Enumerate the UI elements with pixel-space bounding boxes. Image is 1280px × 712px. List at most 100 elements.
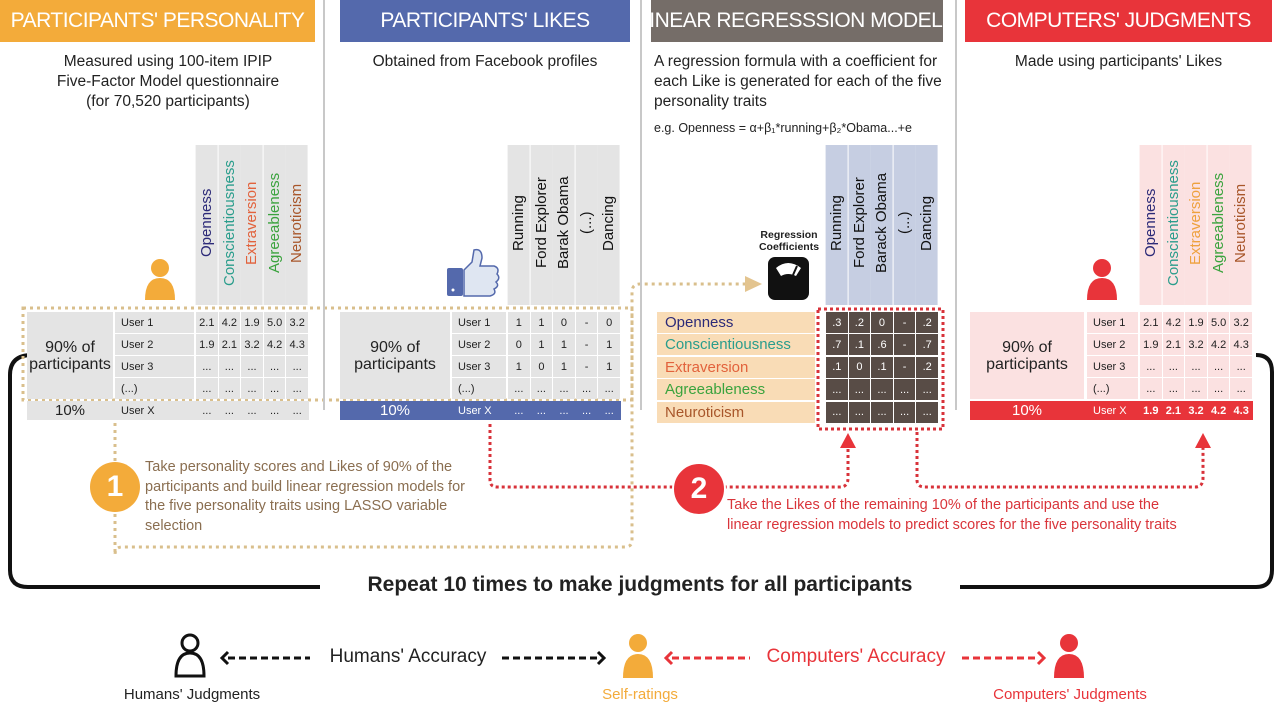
personality_table-value-cell: ... bbox=[241, 378, 263, 399]
panel-divider bbox=[955, 0, 957, 410]
regression-coefficient-cell: 0 bbox=[871, 312, 893, 333]
judgments_table-value-cell: ... bbox=[1230, 356, 1252, 377]
panel-header-likes: PARTICIPANTS' LIKES bbox=[340, 0, 630, 42]
personality_table-value-cell: 3.2 bbox=[241, 334, 263, 355]
regression-coefficient-cell: ... bbox=[848, 401, 871, 423]
personality_table-value-cell: 5.0 bbox=[263, 312, 286, 333]
regression-coefficient-cell: .2 bbox=[848, 312, 871, 333]
regression-coefficient-cell: ... bbox=[848, 379, 871, 401]
regression-coefficient-cell: ... bbox=[916, 401, 938, 423]
regression-coefficient-cell: ... bbox=[871, 379, 893, 401]
regression-coefficient-cell: ... bbox=[826, 379, 848, 401]
likes_table-value-cell: 1 bbox=[553, 334, 575, 355]
step1-arrowhead bbox=[745, 276, 762, 292]
likes_table-group-label: 90% of participants bbox=[340, 312, 450, 399]
likes_table-user-label: User 2 bbox=[452, 334, 506, 355]
personality_table-test-value: ... bbox=[270, 404, 280, 417]
computers-judgments-label: Computers' Judgments bbox=[993, 686, 1147, 703]
self-ratings-label: Self-ratings bbox=[602, 686, 678, 703]
judgments_table-value-cell: ... bbox=[1207, 356, 1230, 377]
personality_table-value-cell: 1.9 bbox=[196, 334, 218, 355]
likes_table-test-value: ... bbox=[514, 404, 524, 417]
personality_table-column-header: Openness bbox=[196, 145, 218, 305]
regression-coefficient-cell: .1 bbox=[848, 334, 871, 356]
judgments_table-value-cell: 3.2 bbox=[1230, 312, 1252, 333]
likes_table-value-cell: ... bbox=[508, 378, 530, 399]
judgments_table-value-cell: 4.3 bbox=[1230, 334, 1252, 355]
judgments_table-value-cell: ... bbox=[1207, 378, 1230, 399]
likes_table-test-value: ... bbox=[559, 404, 569, 417]
personality_table-value-cell: ... bbox=[241, 356, 263, 377]
personality_table-test-value: ... bbox=[247, 404, 257, 417]
human-judge-person-icon bbox=[174, 633, 206, 678]
computer-person-icon bbox=[1087, 259, 1117, 300]
self-rating-person-icon bbox=[145, 259, 175, 300]
regression-coefficient-cell: .7 bbox=[826, 334, 848, 356]
personality_table-user-label: User 1 bbox=[115, 312, 194, 333]
judgments_table-user-label: User 1 bbox=[1087, 312, 1138, 333]
likes_table-value-cell: 1 bbox=[508, 312, 530, 333]
personality_table-value-cell: 1.9 bbox=[241, 312, 263, 333]
judgments_table-column-header: Neuroticism bbox=[1230, 145, 1252, 305]
likes_table-user-label: (...) bbox=[452, 378, 506, 399]
personality_table-column-header: Extraversion bbox=[241, 145, 263, 305]
likes_table-value-cell: 0 bbox=[598, 312, 620, 333]
regression-coefficient-cell: ... bbox=[893, 401, 916, 423]
personality_table-value-cell: 4.3 bbox=[286, 334, 308, 355]
judgments_table-value-cell: 5.0 bbox=[1207, 312, 1230, 333]
personality_table-user-label: User 3 bbox=[115, 356, 194, 377]
judgments_table-value-cell: ... bbox=[1162, 356, 1185, 377]
personality_table-value-cell: 3.2 bbox=[286, 312, 308, 333]
personality_table-value-cell: ... bbox=[286, 378, 308, 399]
judgments_table-test-value: 1.9 bbox=[1143, 404, 1159, 417]
step1-flow-line bbox=[113, 282, 745, 556]
panel-divider bbox=[323, 0, 325, 410]
judgments_table-test-label: 10% bbox=[1011, 402, 1043, 419]
panel-header-regression: LINEAR REGRESSSION MODELS bbox=[638, 0, 956, 42]
personality_table-test-value: ... bbox=[292, 404, 302, 417]
judgments_table-value-cell: ... bbox=[1185, 378, 1207, 399]
regression-column-header: (...) bbox=[893, 145, 916, 305]
judgments_table-test-value: 4.3 bbox=[1233, 404, 1249, 417]
step-1-badge: 1 bbox=[90, 462, 140, 512]
judgments_table-value-cell: ... bbox=[1230, 378, 1252, 399]
judgments-description: Made using participants' Likes bbox=[1014, 53, 1223, 70]
judgments_table-test-value: 2.1 bbox=[1165, 404, 1182, 417]
personality_table-test-row-bar bbox=[27, 401, 309, 420]
personality_table-value-cell: 4.2 bbox=[218, 312, 241, 333]
personality_table-value-cell: 4.2 bbox=[263, 334, 286, 355]
likes_table-value-cell: 0 bbox=[508, 334, 530, 355]
personality_table-test-value: ... bbox=[202, 404, 212, 417]
humans-accuracy-arrow bbox=[219, 650, 607, 666]
likes_table-test-value: ... bbox=[604, 404, 614, 417]
judgments_table-test-value: 4.2 bbox=[1210, 404, 1227, 417]
likes-description: Obtained from Facebook profiles bbox=[372, 53, 598, 70]
likes_table-value-cell: ... bbox=[553, 378, 575, 399]
personality_table-user-label: (...) bbox=[115, 378, 194, 399]
likes_table-test-user: User X bbox=[458, 404, 492, 417]
personality_table-user-label: User 2 bbox=[115, 334, 194, 355]
regression-coefficient-cell: .1 bbox=[871, 356, 893, 378]
judgments_table-test-value: 3.2 bbox=[1188, 404, 1204, 417]
likes_table-value-cell: 1 bbox=[553, 356, 575, 377]
panel-header-judgments: COMPUTERS' JUDGMENTS bbox=[965, 0, 1272, 42]
judgments_table-column-header: Agreeableness bbox=[1207, 145, 1230, 305]
facebook-like-thumbs-up-icon bbox=[447, 248, 500, 297]
personality_table-group-label: 90% of participants bbox=[27, 312, 113, 399]
repeat-loop-bracket-left bbox=[8, 353, 320, 589]
step2-arrowhead-b bbox=[1195, 433, 1211, 448]
likes_table-test-row-bar bbox=[340, 401, 621, 420]
judgments_table-value-cell: 2.1 bbox=[1162, 334, 1185, 355]
likes_table-value-cell: 1 bbox=[598, 356, 620, 377]
judgments_table-group-label: 90% of participants bbox=[970, 312, 1084, 399]
computers-judgments-person-icon bbox=[1054, 634, 1084, 678]
personality_table-value-cell: ... bbox=[196, 356, 218, 377]
regression-column-header: Barack Obama bbox=[871, 145, 893, 305]
personality_table-value-cell: 2.1 bbox=[196, 312, 218, 333]
judgments_table-value-cell: 3.2 bbox=[1185, 334, 1207, 355]
judgments_table-value-cell: 1.9 bbox=[1185, 312, 1207, 333]
panel-divider bbox=[640, 0, 642, 410]
personality-description: Measured using 100-item IPIP Five-Factor… bbox=[56, 53, 280, 110]
